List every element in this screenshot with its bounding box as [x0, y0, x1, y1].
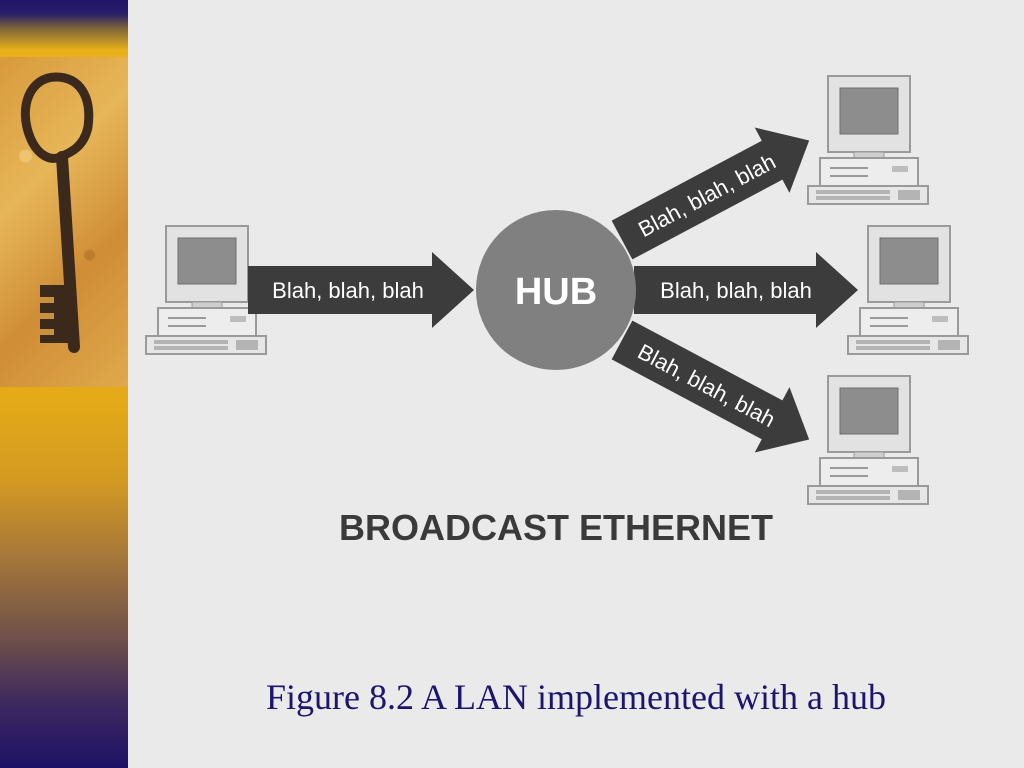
outgoing-message-label-bottom: Blah, blah, blah — [634, 339, 780, 432]
hub-circle — [476, 210, 636, 370]
outgoing-arrow-middle — [634, 252, 858, 328]
key-photo — [0, 57, 128, 387]
diagram-title: BROADCAST ETHERNET — [339, 507, 773, 548]
outgoing-arrow-bottom — [611, 320, 810, 453]
computer-receiver-middle — [847, 225, 969, 355]
outgoing-arrow-top — [611, 127, 810, 260]
incoming-arrow — [248, 252, 474, 328]
computer-receiver-top — [807, 75, 929, 205]
outgoing-message-label-middle: Blah, blah, blah — [660, 278, 812, 303]
outgoing-message-label-top: Blah, blah, blah — [634, 149, 780, 242]
computer-receiver-bottom — [807, 375, 929, 505]
key-icon — [20, 72, 94, 353]
figure-caption: Figure 8.2 A LAN implemented with a hub — [266, 677, 886, 717]
hub-label: HUB — [515, 271, 597, 313]
incoming-message-label: Blah, blah, blah — [272, 278, 424, 303]
